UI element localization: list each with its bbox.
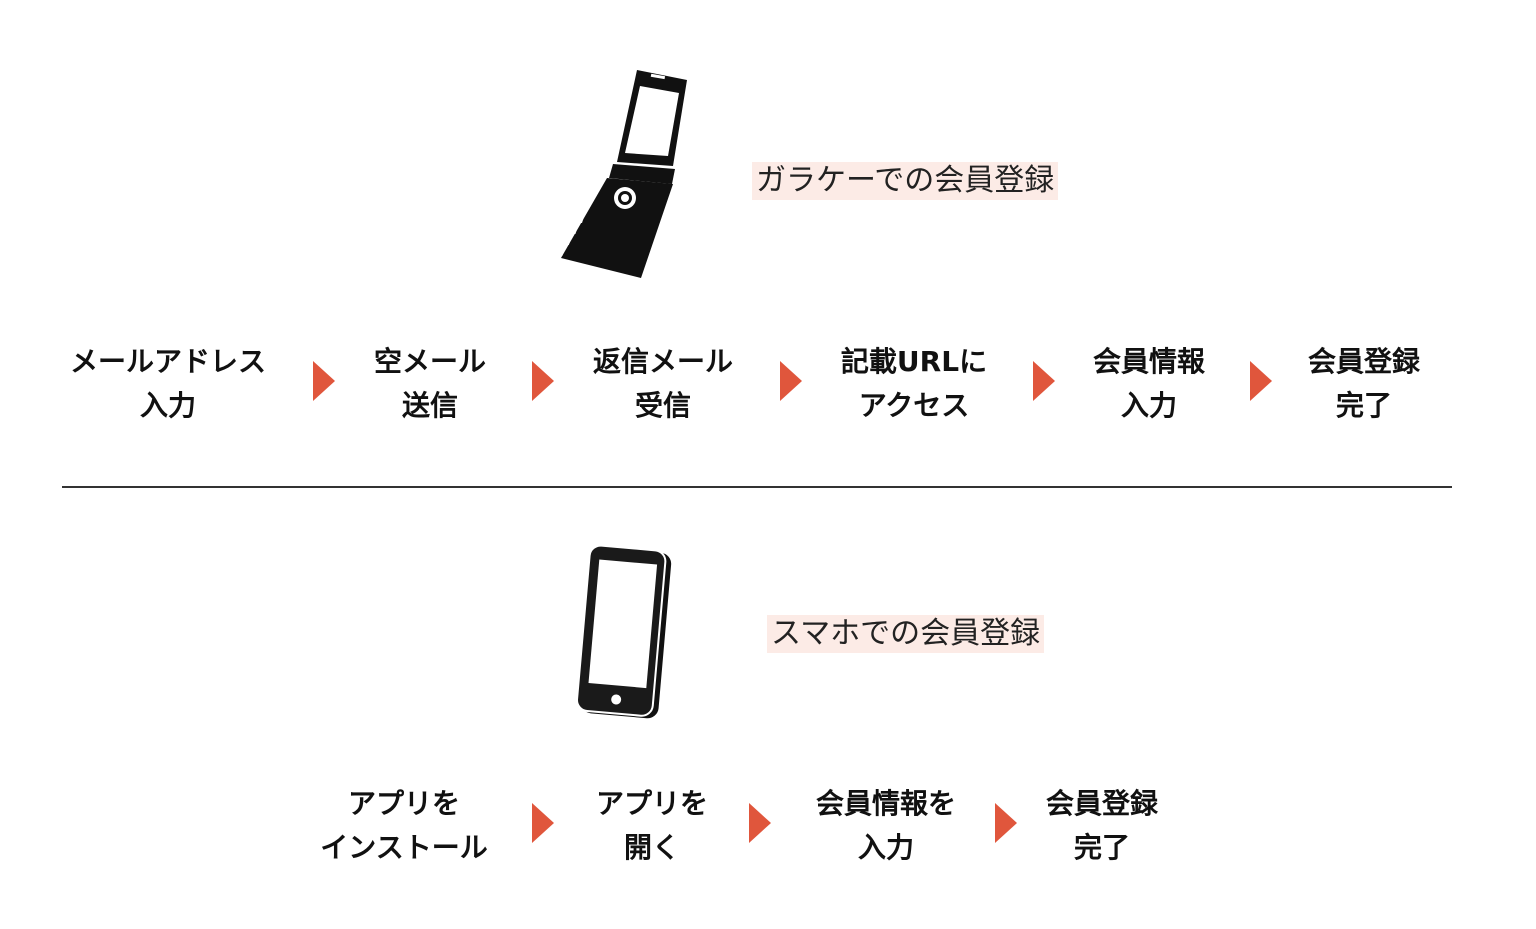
step-line-2: 入力	[857, 831, 915, 864]
feature-phone-step-6: 会員登録 完了	[1308, 340, 1420, 428]
step-line-2: アクセス	[858, 389, 970, 422]
step-line-2: 受信	[634, 389, 692, 422]
step-line-2: 入力	[1120, 389, 1178, 422]
feature-phone-step-2: 空メール 送信	[374, 340, 486, 428]
step-line-1: 会員情報を	[815, 787, 957, 820]
step-line-2: 送信	[401, 389, 459, 422]
arrow-right-icon	[1033, 361, 1055, 401]
step-line-1: 会員登録	[1307, 345, 1421, 378]
flip-phone-icon	[555, 70, 687, 278]
arrow-right-icon	[995, 803, 1017, 843]
step-line-2: 完了	[1073, 831, 1131, 864]
smartphone-icon	[576, 544, 672, 719]
feature-phone-step-3: 返信メール 受信	[593, 340, 733, 428]
arrow-right-icon	[313, 361, 335, 401]
feature-phone-step-1: メールアドレス 入力	[70, 340, 266, 428]
smartphone-step-4: 会員登録 完了	[1046, 782, 1158, 870]
feature-phone-step-4: 記載URLに アクセス	[841, 340, 987, 428]
smartphone-step-1: アプリを インストール	[320, 782, 487, 870]
step-line-1: 記載URLに	[840, 345, 988, 378]
feature-phone-caption: ガラケーでの会員登録	[752, 162, 1059, 200]
step-line-1: 返信メール	[592, 345, 734, 378]
step-line-2: インストール	[320, 831, 488, 864]
arrow-right-icon	[532, 361, 554, 401]
step-line-1: メールアドレス	[69, 345, 267, 378]
section-divider	[62, 486, 1452, 488]
arrow-right-icon	[532, 803, 554, 843]
smartphone-step-3: 会員情報を 入力	[816, 782, 956, 870]
step-line-2: 完了	[1335, 389, 1393, 422]
step-line-2: 開く	[623, 831, 681, 864]
step-line-1: アプリを	[347, 787, 461, 820]
arrow-right-icon	[780, 361, 802, 401]
step-line-2: 入力	[139, 389, 197, 422]
feature-phone-step-5: 会員情報 入力	[1093, 340, 1205, 428]
smartphone-caption: スマホでの会員登録	[767, 615, 1045, 653]
step-line-1: 会員情報	[1092, 345, 1206, 378]
step-line-1: 空メール	[373, 345, 487, 378]
step-line-1: 会員登録	[1045, 787, 1159, 820]
smartphone-step-2: アプリを 開く	[596, 782, 708, 870]
arrow-right-icon	[1250, 361, 1272, 401]
step-line-1: アプリを	[595, 787, 709, 820]
arrow-right-icon	[749, 803, 771, 843]
